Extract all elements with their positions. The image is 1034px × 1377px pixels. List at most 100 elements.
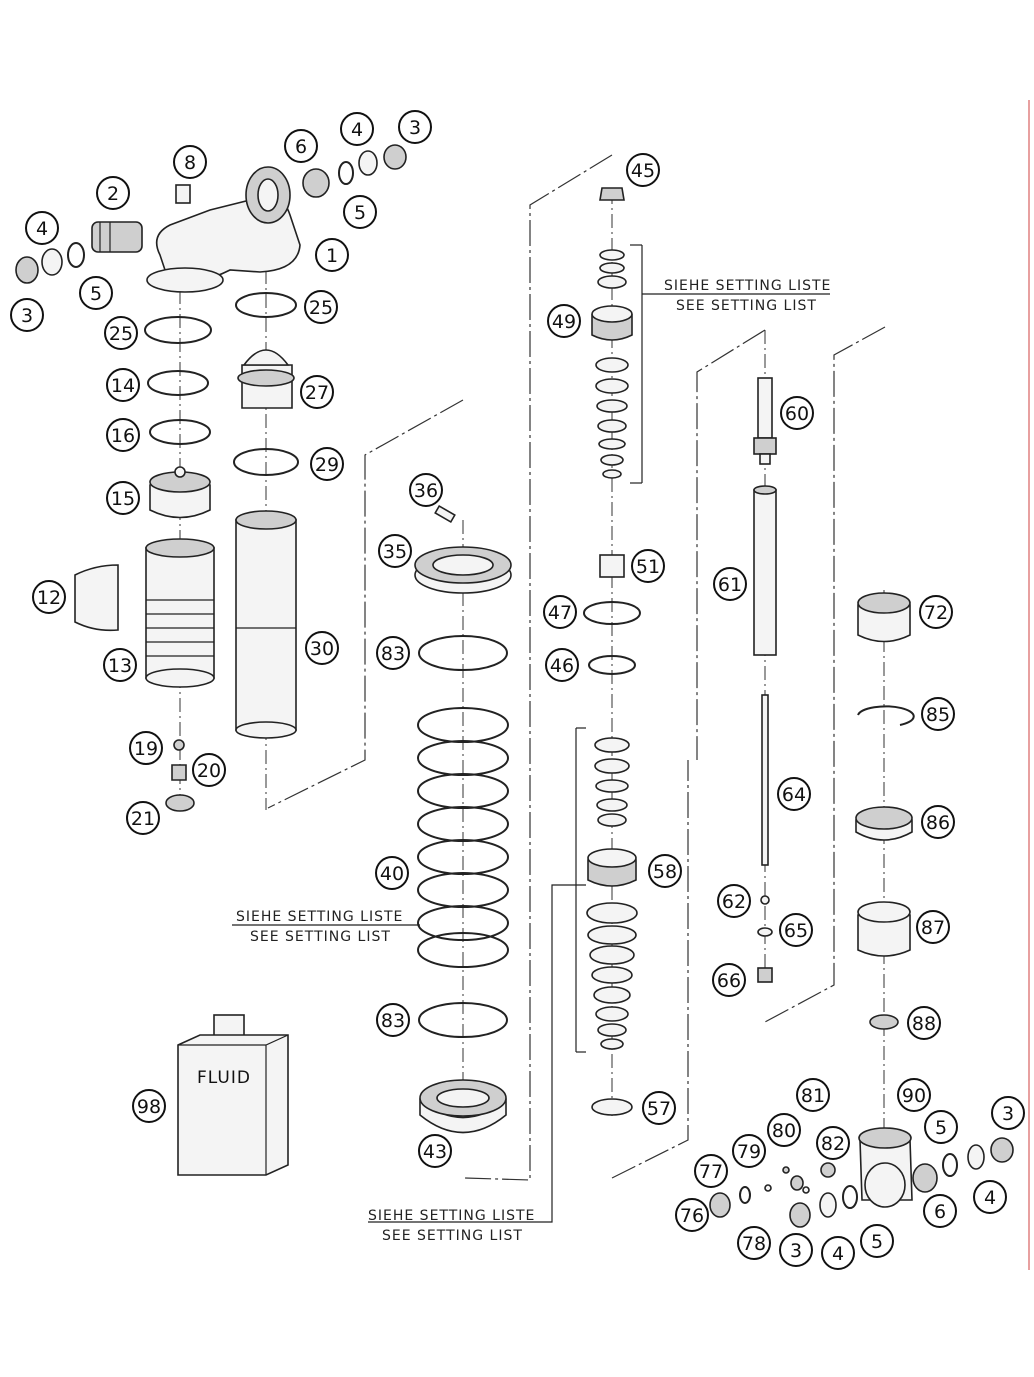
washer-bottom: [819, 1192, 837, 1218]
callout-2: 2: [96, 176, 130, 210]
part-80: [790, 1175, 804, 1191]
svg-text:88: 88: [912, 1013, 936, 1035]
callout-46: 46: [545, 648, 579, 682]
oring-77: [739, 1186, 751, 1204]
svg-text:25: 25: [109, 323, 133, 345]
callout-30: 30: [305, 631, 339, 665]
svg-text:13: 13: [108, 655, 132, 677]
washer-top: [358, 150, 378, 176]
svg-text:83: 83: [381, 1010, 405, 1032]
callout-4-right: 4: [973, 1180, 1007, 1214]
circlip-85: [857, 705, 915, 726]
svg-text:27: 27: [305, 382, 329, 404]
svg-text:78: 78: [742, 1233, 766, 1255]
svg-text:49: 49: [552, 311, 576, 333]
callout-83-bottom: 83: [376, 1003, 410, 1037]
svg-text:82: 82: [821, 1133, 845, 1155]
callout-64: 64: [777, 777, 811, 811]
setting-note-top: SIEHE SETTING LISTE SEE SETTING LIST: [664, 278, 831, 314]
callout-65: 65: [779, 913, 813, 947]
plug-8: [175, 184, 191, 204]
callout-27: 27: [300, 375, 334, 409]
callout-58: 58: [648, 854, 682, 888]
oring-25-left: [144, 316, 212, 344]
callout-29: 29: [310, 447, 344, 481]
svg-text:80: 80: [772, 1120, 796, 1142]
nut-88: [869, 1014, 899, 1030]
rod-61: [753, 485, 777, 656]
svg-text:64: 64: [782, 784, 806, 806]
callout-60: 60: [780, 396, 814, 430]
callout-5-right: 5: [924, 1110, 958, 1144]
svg-text:5: 5: [90, 283, 102, 305]
svg-text:4: 4: [351, 119, 363, 141]
callout-62: 62: [717, 884, 751, 918]
callout-4-left: 4: [25, 211, 59, 245]
bushing-top: [383, 144, 407, 170]
callout-45: 45: [626, 153, 660, 187]
callout-90: 90: [897, 1078, 931, 1112]
callout-98: 98: [132, 1089, 166, 1123]
part-66: [757, 967, 773, 983]
svg-text:98: 98: [137, 1096, 161, 1118]
callout-76: 76: [675, 1198, 709, 1232]
clamp-12: [74, 564, 119, 632]
svg-text:4: 4: [36, 218, 48, 240]
setting-note-spring: SIEHE SETTING LISTE SEE SETTING LIST: [236, 909, 403, 945]
callout-4-bottom: 4: [821, 1236, 855, 1270]
callout-57: 57: [642, 1091, 676, 1125]
callout-5-top: 5: [343, 195, 377, 229]
svg-text:29: 29: [315, 454, 339, 476]
bladder-cap-72: [857, 592, 911, 643]
svg-text:45: 45: [631, 160, 655, 182]
svg-text:60: 60: [785, 403, 809, 425]
part-79: [782, 1166, 790, 1174]
lower-eye-90: [858, 1127, 913, 1208]
svg-text:5: 5: [935, 1117, 947, 1139]
washer-65: [757, 927, 773, 937]
setting-note-top-de: SIEHE SETTING LISTE: [664, 278, 831, 294]
bladder-27: [237, 349, 295, 409]
piston-87: [857, 901, 911, 957]
bushing-right: [990, 1137, 1014, 1163]
svg-text:85: 85: [926, 704, 950, 726]
callout-79: 79: [732, 1134, 766, 1168]
svg-text:61: 61: [718, 574, 742, 596]
part-19: [173, 739, 185, 751]
callout-13: 13: [103, 648, 137, 682]
callout-83-top: 83: [376, 636, 410, 670]
nut-45: [599, 187, 625, 201]
ring-46: [588, 655, 636, 675]
svg-text:3: 3: [409, 117, 421, 139]
body-30: [235, 510, 297, 739]
callout-3-left: 3: [10, 298, 44, 332]
ball-78: [764, 1184, 772, 1192]
callout-40: 40: [375, 856, 409, 890]
svg-text:57: 57: [647, 1098, 671, 1120]
callout-8: 8: [173, 145, 207, 179]
svg-text:1: 1: [326, 245, 338, 267]
callout-14: 14: [106, 368, 140, 402]
svg-text:15: 15: [111, 488, 135, 510]
svg-text:43: 43: [423, 1141, 447, 1163]
valve-20: [171, 764, 187, 781]
svg-text:72: 72: [924, 602, 948, 624]
rod-60: [753, 377, 777, 465]
setting-note-spring-de: SIEHE SETTING LISTE: [236, 909, 403, 925]
svg-text:16: 16: [111, 425, 135, 447]
cap-86: [855, 806, 913, 841]
svg-text:2: 2: [107, 183, 119, 205]
callout-19: 19: [129, 731, 163, 765]
shim-stack-mid: [595, 357, 629, 479]
callout-72: 72: [919, 595, 953, 629]
bushing-left: [15, 256, 39, 284]
svg-text:81: 81: [801, 1085, 825, 1107]
svg-text:5: 5: [871, 1231, 883, 1253]
callout-49: 49: [547, 304, 581, 338]
washer-right: [967, 1144, 985, 1170]
svg-text:66: 66: [717, 970, 741, 992]
piston-58: [587, 848, 637, 887]
shim-stack-top: [597, 249, 627, 289]
callout-6-bottom: 6: [923, 1194, 957, 1228]
svg-text:3: 3: [790, 1240, 802, 1262]
